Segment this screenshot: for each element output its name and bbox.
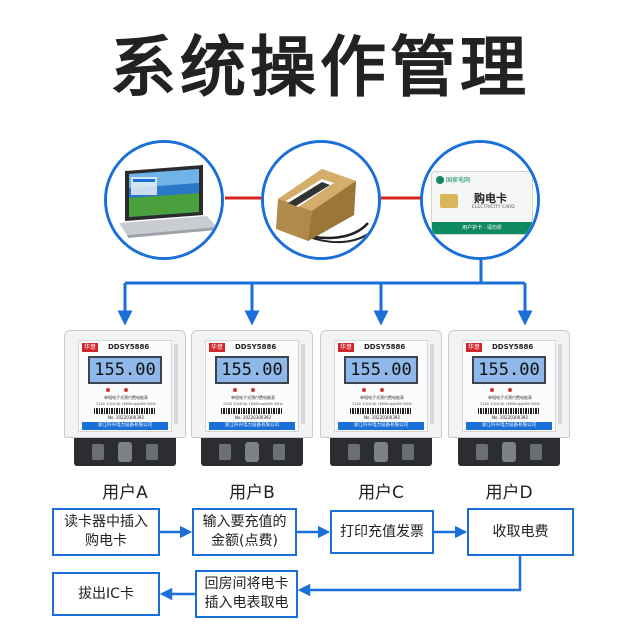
meter-model: DDSY5886 [108, 343, 150, 351]
meter-side-strip [430, 344, 434, 424]
step-insert-meter: 回房间将电卡 插入电表取电 [195, 570, 298, 618]
step-enter-amount: 输入要充值的 金额(点费) [192, 508, 297, 556]
meter-type: 单相电子式预付费电能表 [488, 395, 532, 400]
meter-spec: 220V 10(40)A 1600imp/kWh 50Hz [223, 402, 283, 406]
meter-terminal-screw [219, 444, 231, 460]
meter-serial: No. 20220300392 [364, 415, 400, 420]
meter-type: 单相电子式预付费电能表 [104, 395, 148, 400]
step-text: 读卡器中插入 购电卡 [64, 514, 148, 549]
step-text: 输入要充值的 金额(点费) [202, 514, 287, 549]
meter-type: 单相电子式预付费电能表 [231, 395, 275, 400]
meter-maker: 浙江阡兴电力设备有限公司 [82, 422, 168, 430]
step-text: 打印充值发票 [340, 523, 424, 540]
step-text: 回房间将电卡 插入电表取电 [204, 576, 289, 611]
meter-maker: 浙江阡兴电力设备有限公司 [209, 422, 295, 430]
meter-barcode [94, 408, 156, 414]
meter-terminal-screw [402, 444, 414, 460]
card-reader-icon [264, 143, 378, 257]
meter-barcode [350, 408, 412, 414]
card-brand-logo [436, 176, 444, 184]
meter-spec: 220V 10(40)A 1600imp/kWh 50Hz [352, 402, 412, 406]
page-title: 系统操作管理 [110, 29, 530, 106]
meter-front-panel [334, 340, 428, 432]
meter-display [344, 356, 418, 384]
laptop-device [104, 140, 224, 260]
meter-reading: 155.00 [478, 360, 540, 380]
meter-terminal-screw [92, 444, 104, 460]
meter-indicator-dot [362, 388, 366, 392]
electric-meter: 华意 DDSY5886 155.00 单相电子式预付费电能表 220V 10(4… [448, 330, 570, 466]
meter-barcode [221, 408, 283, 414]
meter-maker: 浙江阡兴电力设备有限公司 [338, 422, 424, 430]
meter-terminal-screw [245, 442, 259, 462]
card-title: 购电卡 [474, 192, 507, 205]
step-remove-card: 拔出IC卡 [52, 572, 160, 616]
meter-spec: 220V 10(40)A 1600imp/kWh 50Hz [480, 402, 540, 406]
meter-side-strip [301, 344, 305, 424]
step-collect-fee: 收取电费 [467, 508, 574, 556]
meter-spec: 220V 10(40)A 1600imp/kWh 50Hz [96, 402, 156, 406]
electricity-card-device: 国家电网 购电卡 ELECTRICITY CARD 用户护卡 · 请勿折 [420, 140, 540, 260]
meter-terminal-screw [118, 442, 132, 462]
meter-indicator-dot [233, 388, 237, 392]
step-insert-card: 读卡器中插入 购电卡 [52, 508, 160, 556]
electric-meter: 华意 DDSY5886 155.00 单相电子式预付费电能表 220V 10(4… [64, 330, 186, 466]
user-label-b: 用户B [229, 483, 275, 503]
meter-terminal-screw [374, 442, 388, 462]
meter-serial: No. 20220300392 [108, 415, 144, 420]
meter-front-panel [205, 340, 299, 432]
meter-display [88, 356, 162, 384]
card-chip-icon [440, 194, 458, 208]
meter-model: DDSY5886 [235, 343, 277, 351]
meter-brand: 华意 [209, 343, 226, 352]
meter-indicator-dot [508, 388, 512, 392]
meter-side-strip [174, 344, 178, 424]
meter-terminal-screw [476, 444, 488, 460]
meter-indicator-dot [106, 388, 110, 392]
meter-display [472, 356, 546, 384]
electric-meter: 华意 DDSY5886 155.00 单相电子式预付费电能表 220V 10(4… [320, 330, 442, 466]
step-text: 收取电费 [492, 523, 549, 540]
meter-reading: 155.00 [221, 360, 283, 380]
card-brand: 国家电网 [446, 177, 471, 184]
electric-meter: 华意 DDSY5886 155.00 单相电子式预付费电能表 220V 10(4… [191, 330, 313, 466]
meter-display [215, 356, 289, 384]
card-subtitle: ELECTRICITY CARD [472, 205, 515, 210]
meter-terminal-screw [502, 442, 516, 462]
meter-indicator-dot [124, 388, 128, 392]
meter-side-strip [558, 344, 562, 424]
meter-terminal-screw [530, 444, 542, 460]
meter-indicator-dot [380, 388, 384, 392]
meter-reading: 155.00 [94, 360, 156, 380]
card-reader-device [261, 140, 381, 260]
meter-indicator-dot [490, 388, 494, 392]
laptop-icon [107, 143, 221, 257]
meter-brand: 华意 [466, 343, 483, 352]
user-label-d: 用户D [485, 483, 533, 503]
meter-brand: 华意 [338, 343, 355, 352]
meter-indicator-dot [251, 388, 255, 392]
step-print-invoice: 打印充值发票 [330, 510, 434, 554]
meter-reading: 155.00 [350, 360, 412, 380]
meter-model: DDSY5886 [492, 343, 534, 351]
electricity-card: 国家电网 购电卡 ELECTRICITY CARD 用户护卡 · 请勿折 [431, 171, 533, 235]
meter-front-panel [462, 340, 556, 432]
meter-serial: No. 20220300392 [235, 415, 271, 420]
meter-model: DDSY5886 [364, 343, 406, 351]
card-footer: 用户护卡 · 请勿折 [432, 222, 532, 234]
meter-terminal-screw [146, 444, 158, 460]
meter-terminal-screw [273, 444, 285, 460]
meter-front-panel [78, 340, 172, 432]
user-label-c: 用户C [358, 483, 404, 503]
meter-barcode [478, 408, 540, 414]
meter-maker: 浙江阡兴电力设备有限公司 [466, 422, 552, 430]
meter-serial: No. 20220300392 [492, 415, 528, 420]
meter-type: 单相电子式预付费电能表 [360, 395, 404, 400]
meter-brand: 华意 [82, 343, 99, 352]
step-text: 拔出IC卡 [78, 585, 134, 602]
user-label-a: 用户A [102, 483, 148, 503]
flow-arrow-4-5 [297, 556, 522, 597]
meter-terminal-screw [348, 444, 360, 460]
